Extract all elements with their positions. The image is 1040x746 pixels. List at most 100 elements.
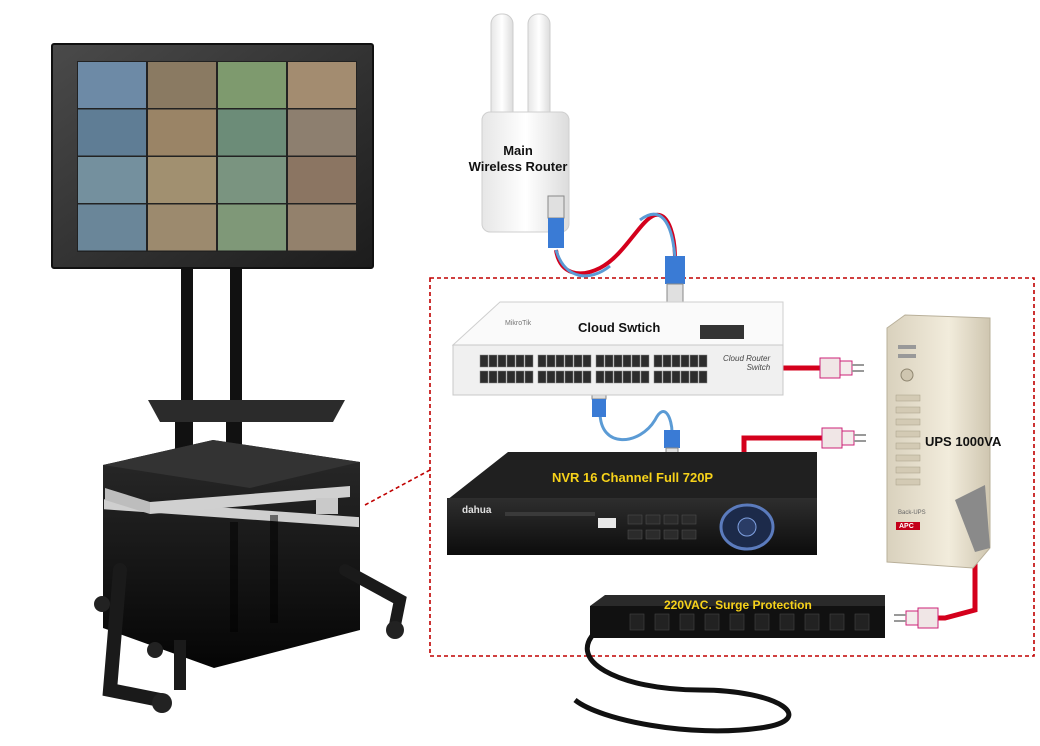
camera-tile bbox=[288, 62, 356, 108]
camera-tile bbox=[218, 109, 286, 156]
switch-port bbox=[488, 354, 498, 368]
surge-outlet bbox=[754, 613, 770, 631]
nvr-recorder-icon bbox=[447, 452, 817, 555]
switch-port bbox=[537, 370, 547, 384]
router-label-line2: Wireless Router bbox=[468, 159, 568, 174]
nvr-button bbox=[645, 514, 661, 525]
switch-port bbox=[689, 370, 699, 384]
router-label-line1: Main bbox=[503, 143, 533, 158]
switch-port bbox=[680, 354, 690, 368]
ups-vent-slot bbox=[895, 430, 921, 438]
ups-vent-slot bbox=[895, 454, 921, 462]
ups-vent-slot bbox=[895, 442, 921, 450]
switch-port bbox=[497, 354, 507, 368]
camera-tile bbox=[288, 157, 356, 203]
switch-port bbox=[622, 370, 632, 384]
nvr-button bbox=[663, 529, 679, 540]
surge-outlet bbox=[679, 613, 695, 631]
switch-port bbox=[506, 370, 516, 384]
switch-port bbox=[640, 370, 650, 384]
switch-port bbox=[698, 370, 708, 384]
cart-connector-line bbox=[364, 469, 431, 506]
switch-port bbox=[698, 354, 708, 368]
surge-label: 220VAC. Surge Protection bbox=[664, 598, 812, 612]
switch-port bbox=[653, 354, 663, 368]
equipment-case-icon bbox=[103, 440, 360, 668]
switch-port bbox=[564, 370, 574, 384]
switch-brand-text: MikroTik bbox=[505, 320, 532, 327]
ups-vent-slot bbox=[895, 466, 921, 474]
rolling-cart-icon bbox=[94, 563, 407, 713]
camera-tile bbox=[148, 204, 216, 251]
switch-port bbox=[640, 354, 650, 368]
network-rack-boundary bbox=[429, 277, 1035, 657]
switch-port bbox=[524, 370, 534, 384]
switch-port bbox=[573, 354, 583, 368]
switch-port bbox=[613, 354, 623, 368]
nvr-button bbox=[627, 514, 643, 525]
camera-tile bbox=[78, 109, 146, 156]
switch-port bbox=[595, 354, 605, 368]
camera-tile bbox=[218, 204, 286, 251]
camera-tile bbox=[78, 157, 146, 203]
camera-tile bbox=[288, 109, 356, 156]
switch-port bbox=[506, 354, 516, 368]
nvr-brand-text: dahua bbox=[462, 505, 492, 516]
switch-port bbox=[479, 354, 489, 368]
router-label: Main Wireless Router bbox=[456, 143, 580, 175]
nvr-button bbox=[681, 529, 697, 540]
switch-port bbox=[689, 354, 699, 368]
switch-label: Cloud Swtich bbox=[578, 320, 661, 335]
switch-port bbox=[555, 370, 565, 384]
switch-port bbox=[497, 370, 507, 384]
surge-outlet bbox=[804, 613, 820, 631]
switch-port bbox=[613, 370, 623, 384]
switch-port bbox=[631, 354, 641, 368]
surge-outlet bbox=[729, 613, 745, 631]
switch-port bbox=[524, 354, 534, 368]
wireless-router-icon bbox=[481, 13, 570, 233]
switch-port bbox=[546, 370, 556, 384]
camera-tile bbox=[148, 109, 216, 156]
surge-outlet bbox=[829, 613, 845, 631]
switch-port bbox=[573, 370, 583, 384]
switch-port bbox=[662, 354, 672, 368]
camera-tile bbox=[218, 157, 286, 203]
surge-protector-icon bbox=[590, 595, 885, 638]
switch-port bbox=[582, 354, 592, 368]
camera-tile bbox=[148, 157, 216, 203]
switch-port bbox=[662, 370, 672, 384]
switch-port bbox=[604, 354, 614, 368]
switch-port bbox=[515, 370, 525, 384]
ups-vent-slot bbox=[895, 478, 921, 486]
ups-vent-slot bbox=[895, 406, 921, 414]
switch-port bbox=[546, 354, 556, 368]
switch-port-array bbox=[479, 354, 708, 384]
switch-port bbox=[537, 354, 547, 368]
switch-port bbox=[671, 354, 681, 368]
switch-port bbox=[680, 370, 690, 384]
nvr-button bbox=[627, 529, 643, 540]
ups-brand-text: APC bbox=[899, 523, 914, 530]
ups-vent-slots bbox=[895, 394, 921, 486]
switch-port bbox=[653, 370, 663, 384]
ups-label: UPS 1000VA bbox=[925, 434, 1002, 449]
surge-outlet bbox=[854, 613, 870, 631]
nvr-button bbox=[681, 514, 697, 525]
switch-port bbox=[582, 370, 592, 384]
switch-model-text: Cloud Router Switch bbox=[723, 354, 771, 372]
ups-icon bbox=[886, 314, 991, 569]
switch-port bbox=[671, 370, 681, 384]
cart-shelf bbox=[148, 400, 345, 422]
switch-port bbox=[595, 370, 605, 384]
camera-tile bbox=[218, 62, 286, 108]
switch-port bbox=[479, 370, 489, 384]
switch-port bbox=[564, 354, 574, 368]
nvr-label: NVR 16 Channel Full 720P bbox=[552, 470, 714, 485]
nvr-button-array bbox=[627, 514, 697, 540]
camera-tile bbox=[78, 62, 146, 108]
camera-tile-grid bbox=[78, 62, 356, 251]
ups-model-text: Back-UPS bbox=[898, 510, 926, 516]
nvr-button bbox=[663, 514, 679, 525]
